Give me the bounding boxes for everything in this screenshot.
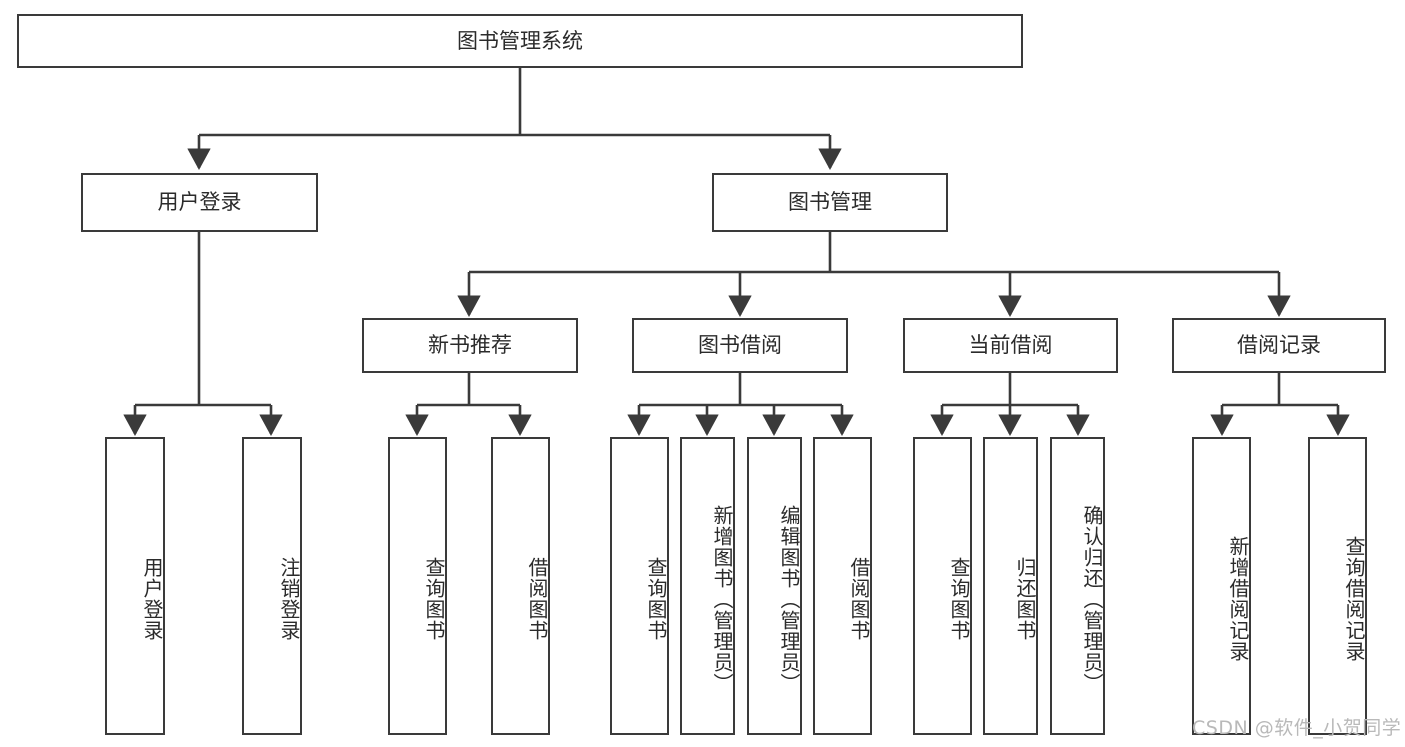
leaf-return-book-label: 归还图书 bbox=[1013, 557, 1037, 641]
leaf-add-book-label: 新增图书（管理员） bbox=[710, 504, 734, 694]
node-current-borrow-label: 当前借阅 bbox=[968, 333, 1053, 358]
node-user-login-label: 用户登录 bbox=[157, 190, 242, 215]
node-book-borrow[interactable]: 图书借阅 bbox=[632, 318, 848, 373]
node-root-label: 图书管理系统 bbox=[457, 28, 583, 53]
leaf-query-record-label: 查询借阅记录 bbox=[1342, 536, 1366, 662]
leaf-add-record-label: 新增借阅记录 bbox=[1226, 536, 1250, 662]
leaf-borrow-book-2-label: 借阅图书 bbox=[847, 557, 871, 641]
leaf-query-book-1[interactable]: 查询图书 bbox=[388, 437, 447, 735]
leaf-borrow-book-1-label: 借阅图书 bbox=[525, 557, 549, 641]
node-current-borrow[interactable]: 当前借阅 bbox=[903, 318, 1118, 373]
leaf-logout[interactable]: 注销登录 bbox=[242, 437, 302, 735]
leaf-confirm-return-label: 确认归还（管理员） bbox=[1080, 504, 1104, 694]
node-book-borrow-label: 图书借阅 bbox=[698, 333, 782, 358]
node-new-book[interactable]: 新书推荐 bbox=[362, 318, 578, 373]
csdn-watermark: CSDN @软件_小贺同学 bbox=[1192, 717, 1402, 739]
leaf-user-login-label: 用户登录 bbox=[140, 557, 164, 641]
leaf-query-record[interactable]: 查询借阅记录 bbox=[1308, 437, 1367, 735]
node-book-manage[interactable]: 图书管理 bbox=[712, 173, 948, 232]
leaf-query-book-1-label: 查询图书 bbox=[422, 557, 446, 641]
node-new-book-label: 新书推荐 bbox=[428, 333, 512, 358]
leaf-edit-book[interactable]: 编辑图书（管理员） bbox=[747, 437, 802, 735]
leaf-query-book-2-label: 查询图书 bbox=[644, 557, 668, 641]
leaf-add-book[interactable]: 新增图书（管理员） bbox=[680, 437, 735, 735]
node-root[interactable]: 图书管理系统 bbox=[17, 14, 1023, 68]
node-book-manage-label: 图书管理 bbox=[788, 190, 872, 215]
leaf-confirm-return[interactable]: 确认归还（管理员） bbox=[1050, 437, 1105, 735]
leaf-query-book-2[interactable]: 查询图书 bbox=[610, 437, 669, 735]
leaf-logout-label: 注销登录 bbox=[277, 557, 301, 641]
node-user-login[interactable]: 用户登录 bbox=[81, 173, 318, 232]
leaf-edit-book-label: 编辑图书（管理员） bbox=[777, 504, 801, 694]
leaf-add-record[interactable]: 新增借阅记录 bbox=[1192, 437, 1251, 735]
leaf-return-book[interactable]: 归还图书 bbox=[983, 437, 1038, 735]
leaf-query-book-3-label: 查询图书 bbox=[947, 557, 971, 641]
leaf-borrow-book-2[interactable]: 借阅图书 bbox=[813, 437, 872, 735]
leaf-borrow-book-1[interactable]: 借阅图书 bbox=[491, 437, 550, 735]
node-borrow-record[interactable]: 借阅记录 bbox=[1172, 318, 1386, 373]
leaf-user-login[interactable]: 用户登录 bbox=[105, 437, 165, 735]
node-borrow-record-label: 借阅记录 bbox=[1237, 333, 1321, 358]
leaf-query-book-3[interactable]: 查询图书 bbox=[913, 437, 972, 735]
